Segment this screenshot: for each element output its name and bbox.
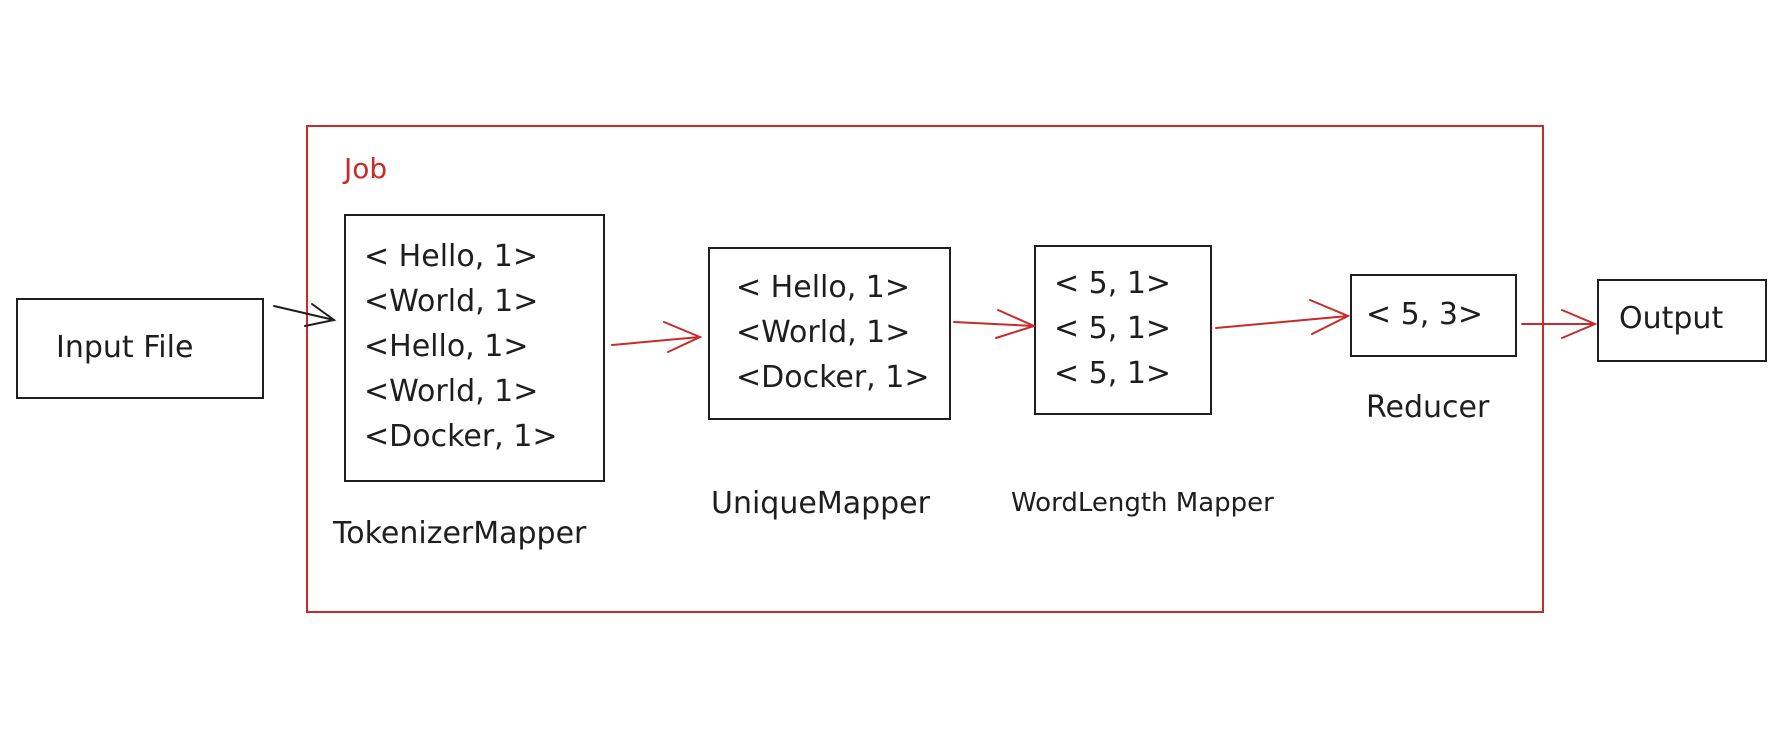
job-container [306,125,1544,613]
pair: < 5, 1> [1054,266,1172,301]
pair: <World, 1> [736,315,911,350]
pair: <World, 1> [364,284,539,319]
unique-mapper-box: < Hello, 1> <World, 1> <Docker, 1> [708,247,951,420]
unique-mapper-label: UniqueMapper [711,486,930,521]
output-box: Output [1597,279,1767,362]
input-file-label: Input File [56,330,194,365]
reducer-box: < 5, 3> [1350,274,1517,357]
pair: < 5, 1> [1054,356,1172,391]
output-label: Output [1619,301,1724,336]
pair: < Hello, 1> [364,239,539,274]
pair: <Docker, 1> [364,419,558,454]
unique-pairs: < Hello, 1> <World, 1> <Docker, 1> [736,265,929,400]
tokenizer-pairs: < Hello, 1> <World, 1> <Hello, 1> <World, 1… [364,234,557,459]
pair: < 5, 1> [1054,311,1172,346]
pair: <World, 1> [364,374,539,409]
arrow-unique-to-wordlength [953,309,1037,339]
reducer-label: Reducer [1366,390,1490,425]
pair: <Docker, 1> [736,360,930,395]
input-file-box: Input File [16,298,264,399]
pair: < 5, 3> [1366,297,1484,332]
pair: < Hello, 1> [736,270,911,305]
arrow-input-to-tokenizer [273,303,337,327]
reducer-pairs: < 5, 3> [1366,292,1483,337]
pair: <Hello, 1> [364,329,529,364]
wordlength-mapper-box: < 5, 1> < 5, 1> < 5, 1> [1034,245,1212,415]
tokenizer-mapper-box: < Hello, 1> <World, 1> <Hello, 1> <World, 1… [344,214,605,482]
job-label: Job [344,152,388,185]
wordlength-pairs: < 5, 1> < 5, 1> < 5, 1> [1054,261,1171,396]
arrow-tokenizer-to-unique [611,321,703,353]
tokenizer-mapper-label: TokenizerMapper [333,516,587,551]
arrow-wordlength-to-reducer [1215,299,1351,335]
arrow-reducer-to-output [1521,309,1598,339]
wordlength-mapper-label: WordLength Mapper [1011,488,1274,518]
